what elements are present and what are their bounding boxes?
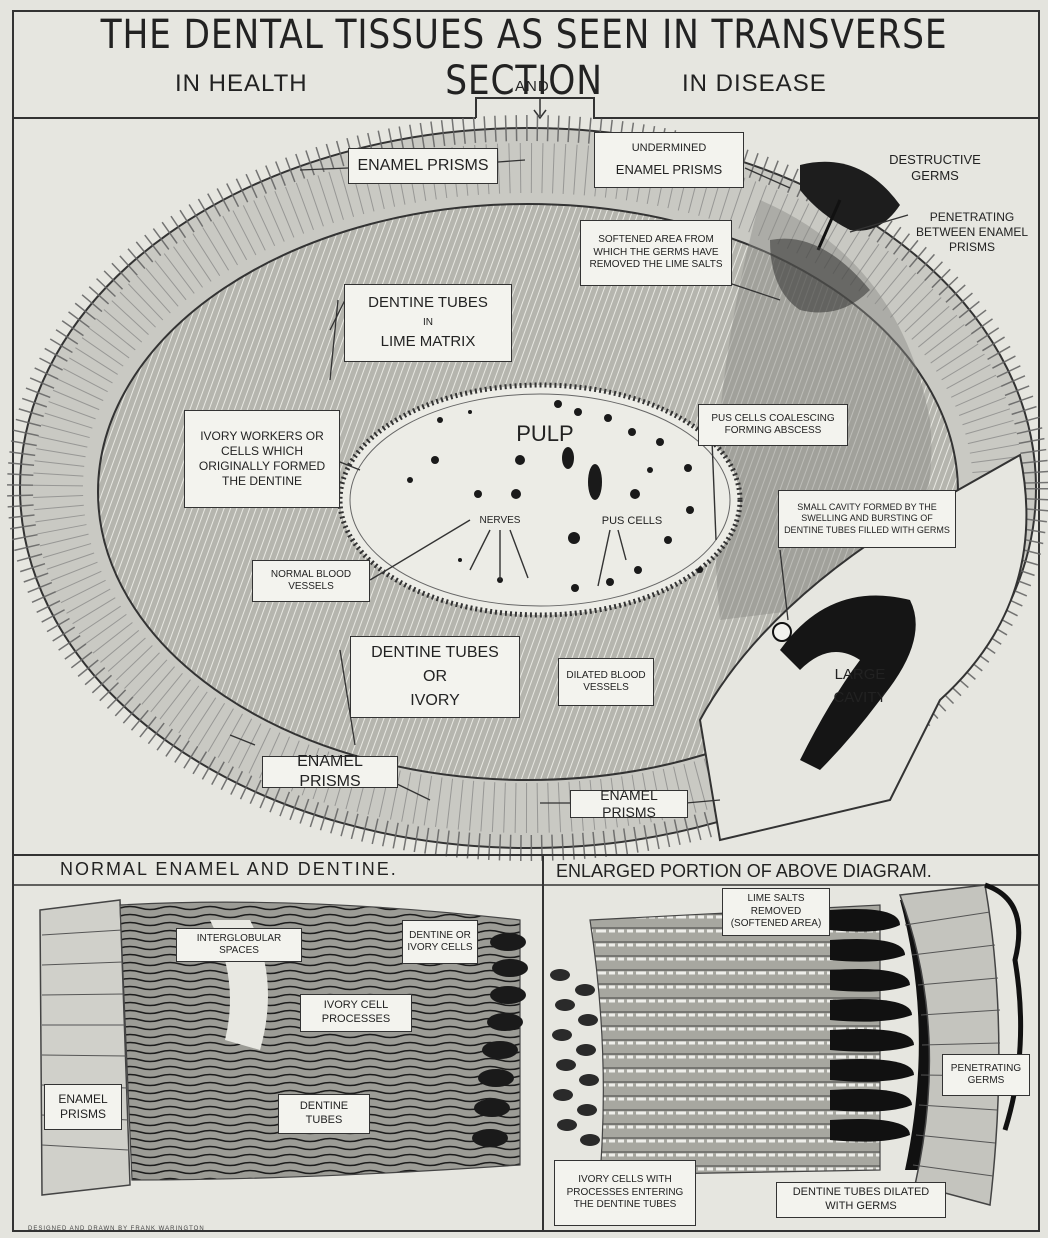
- label-dentine-ivory-line2: OR: [423, 667, 447, 687]
- label-pus-cells: PUS CELLS: [592, 515, 672, 529]
- label-undermined-line2: ENAMEL PRISMS: [616, 162, 722, 178]
- label-ivory-workers: IVORY WORKERS OR CELLS WHICH ORIGINALLY …: [184, 410, 340, 508]
- label-dilated-blood-vessels: DILATED BLOOD VESSELS: [558, 658, 654, 706]
- label-pulp: PULP: [505, 420, 585, 448]
- label-nerves: NERVES: [470, 515, 530, 528]
- subtitle-health: IN HEALTH: [175, 70, 308, 98]
- label-enamel-prisms-bottom: ENAMEL PRISMS: [570, 790, 688, 818]
- label-dentine-dilated: DENTINE TUBES DILATED WITH GERMS: [776, 1182, 946, 1218]
- label-dentine-tubes-in: IN: [423, 317, 433, 330]
- label-softened-area: SOFTENED AREA FROM WHICH THE GERMS HAVE …: [580, 220, 732, 286]
- label-dentine-ivory: DENTINE TUBES OR IVORY: [350, 636, 520, 718]
- artist-credit: DESIGNED AND DRAWN BY FRANK WARINGTON: [28, 1226, 205, 1232]
- label-destructive-germs: DESTRUCTIVE GERMS: [880, 152, 990, 185]
- panel-title-enlarged: ENLARGED PORTION OF ABOVE DIAGRAM.: [556, 861, 932, 882]
- label-dentine-tubes-lime: DENTINE TUBES IN LIME MATRIX: [344, 284, 512, 362]
- label-undermined-enamel: UNDERMINED ENAMEL PRISMS: [594, 132, 744, 188]
- small-cavity-circle: [773, 623, 791, 641]
- label-lower-dentine-tubes: DENTINE TUBES: [278, 1094, 370, 1134]
- label-undermined-line1: UNDERMINED: [632, 142, 707, 156]
- label-dentine-ivory-cells: DENTINE OR IVORY CELLS: [402, 920, 478, 964]
- label-dentine-tubes-matrix: LIME MATRIX: [381, 333, 476, 352]
- label-interglobular: INTERGLOBULAR SPACES: [176, 928, 302, 962]
- label-large-cavity: LARGE CAVITY: [815, 664, 905, 709]
- label-lower-enamel-prisms: ENAMEL PRISMS: [44, 1084, 122, 1130]
- subtitle-disease: IN DISEASE: [682, 70, 827, 98]
- label-ivory-cells-processes: IVORY CELLS WITH PROCESSES ENTERING THE …: [554, 1160, 696, 1226]
- label-lime-salts: LIME SALTS REMOVED (SOFTENED AREA): [722, 888, 830, 936]
- label-ivory-cell-processes: IVORY CELL PROCESSES: [300, 994, 412, 1032]
- label-small-cavity: SMALL CAVITY FORMED BY THE SWELLING AND …: [778, 490, 956, 548]
- label-pus-cells-abscess: PUS CELLS COALESCING FORMING ABSCESS: [698, 404, 848, 446]
- label-dentine-ivory-line3: IVORY: [410, 691, 460, 711]
- label-enamel-prisms-left: ENAMEL PRISMS: [262, 756, 398, 788]
- panel-title-normal: NORMAL ENAMEL AND DENTINE.: [60, 859, 398, 880]
- label-dentine-tubes-line1: DENTINE TUBES: [368, 294, 488, 313]
- label-penetrating: PENETRATING BETWEEN ENAMEL PRISMS: [912, 210, 1032, 255]
- label-normal-blood-vessels: NORMAL BLOOD VESSELS: [252, 560, 370, 602]
- label-penetrating-germs: PENETRATING GERMS: [942, 1054, 1030, 1096]
- label-dentine-ivory-line1: DENTINE TUBES: [371, 643, 499, 663]
- subtitle-and: AND: [515, 78, 550, 95]
- label-enamel-prisms-top: ENAMEL PRISMS: [348, 148, 498, 184]
